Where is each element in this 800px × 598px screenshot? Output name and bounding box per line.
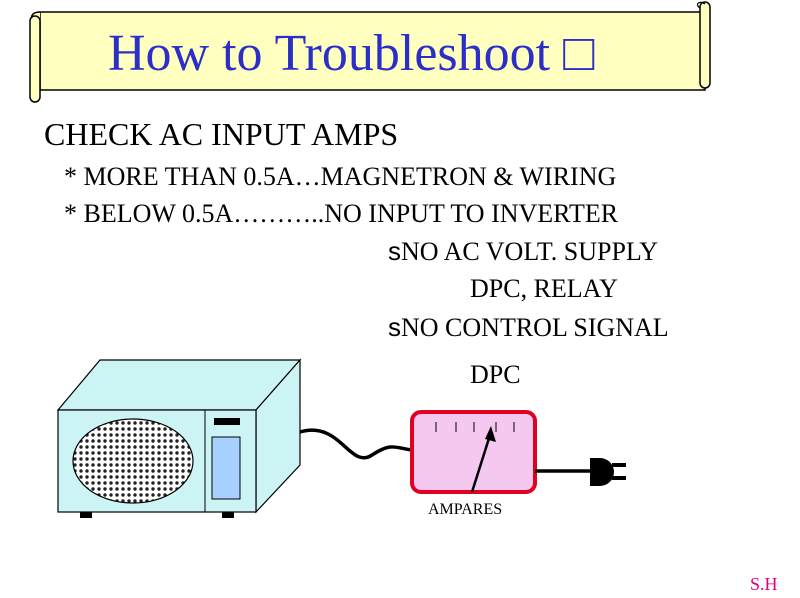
author-initials: S.H: [750, 574, 778, 594]
bullet-marker: s: [388, 236, 401, 266]
title-banner: [29, 1, 711, 103]
plug-icon: [590, 458, 626, 486]
main-heading: CHECK AC INPUT AMPS: [44, 116, 399, 152]
sub-item-text: NO AC VOLT. SUPPLY: [401, 237, 658, 266]
sub-item-text: NO CONTROL SIGNAL: [401, 313, 669, 342]
microwave-icon: [56, 358, 302, 518]
meter-label: AMPARES: [428, 501, 503, 518]
bullet-more-than: * MORE THAN 0.5A…MAGNETRON & WIRING: [64, 162, 617, 191]
sub-item-ac-supply-detail: DPC, RELAY: [470, 274, 618, 303]
sub-item-control-signal: sNO CONTROL SIGNAL: [388, 314, 669, 341]
bullet-below: * BELOW 0.5A………..NO INPUT TO INVERTER: [64, 199, 619, 228]
sub-item-ac-supply: sNO AC VOLT. SUPPLY: [388, 238, 658, 265]
power-cord: [299, 428, 413, 460]
slide-title: How to Troubleshoot □: [108, 25, 595, 82]
sub-item-control-signal-detail: DPC: [470, 360, 521, 389]
bullet-marker: s: [388, 312, 401, 342]
ammeter-icon: [410, 410, 537, 494]
